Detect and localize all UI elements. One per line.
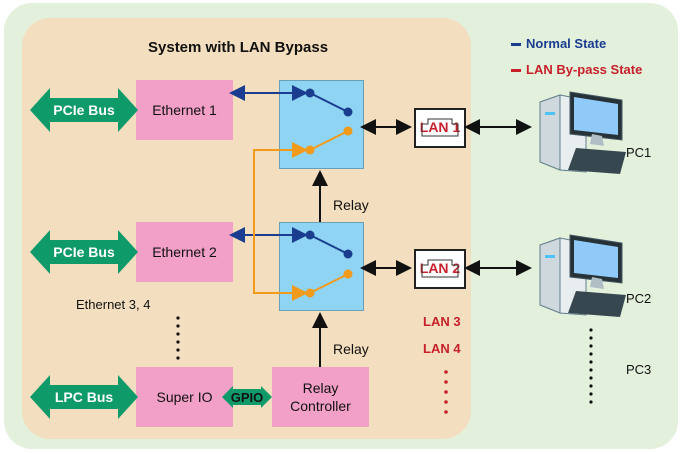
lan-3-label: LAN 3 xyxy=(423,314,461,329)
legend-normal-swatch xyxy=(511,43,521,46)
lan-2-port: LAN 2 xyxy=(414,249,466,289)
super-io-block: Super IO xyxy=(136,367,233,427)
gpio-arrow: GPIO xyxy=(222,386,272,408)
relay-controller-label-2: Controller xyxy=(290,398,351,414)
relay-controller-label-1: Relay xyxy=(302,380,339,396)
pcie-bus-2-label: PCIe Bus xyxy=(53,244,115,260)
ethernet-2-label: Ethernet 2 xyxy=(152,244,217,260)
rj45-jack-icons xyxy=(421,118,459,278)
relay-controller-block: Relay Controller xyxy=(272,367,369,427)
relay-label-2: Relay xyxy=(333,341,369,357)
legend-bypass-label: LAN By-pass State xyxy=(526,62,643,77)
pcie-bus-1-arrow: PCIe Bus xyxy=(30,88,138,132)
lan-1-label: LAN 1 xyxy=(419,119,461,135)
relay-label-1: Relay xyxy=(333,197,369,213)
lpc-bus-arrow: LPC Bus xyxy=(30,375,138,419)
lan-4-label: LAN 4 xyxy=(423,341,461,356)
lpc-bus-label: LPC Bus xyxy=(55,389,114,405)
pc-continuation-dots xyxy=(589,328,593,404)
ethernet-3-4-label: Ethernet 3, 4 xyxy=(76,297,151,312)
ethernet-1-block: Ethernet 1 xyxy=(136,80,233,140)
bypass-link xyxy=(253,142,308,301)
legend-normal-label: Normal State xyxy=(526,36,607,51)
lan-2-label: LAN 2 xyxy=(419,260,461,276)
ethernet-continuation-dots xyxy=(176,316,180,360)
switch-1-contacts xyxy=(305,88,353,155)
pcie-bus-1-label: PCIe Bus xyxy=(53,102,115,118)
lan-1-port: LAN 1 xyxy=(414,108,466,148)
pc1-icon xyxy=(539,91,626,174)
diagram-title: System with LAN Bypass xyxy=(148,39,329,56)
super-io-label: Super IO xyxy=(156,389,213,405)
pc1-label: PC1 xyxy=(626,145,652,160)
pc2-icon xyxy=(539,234,626,317)
pc3-label: PC3 xyxy=(626,362,652,377)
switch-2-contacts xyxy=(305,230,353,298)
legend-bypass-swatch xyxy=(511,69,521,72)
gpio-label: GPIO xyxy=(231,390,264,405)
lan-continuation-dots xyxy=(444,370,448,414)
pcie-bus-2-arrow: PCIe Bus xyxy=(30,230,138,274)
ethernet-1-label: Ethernet 1 xyxy=(152,102,217,118)
pc2-label: PC2 xyxy=(626,291,652,306)
ethernet-2-block: Ethernet 2 xyxy=(136,222,233,282)
